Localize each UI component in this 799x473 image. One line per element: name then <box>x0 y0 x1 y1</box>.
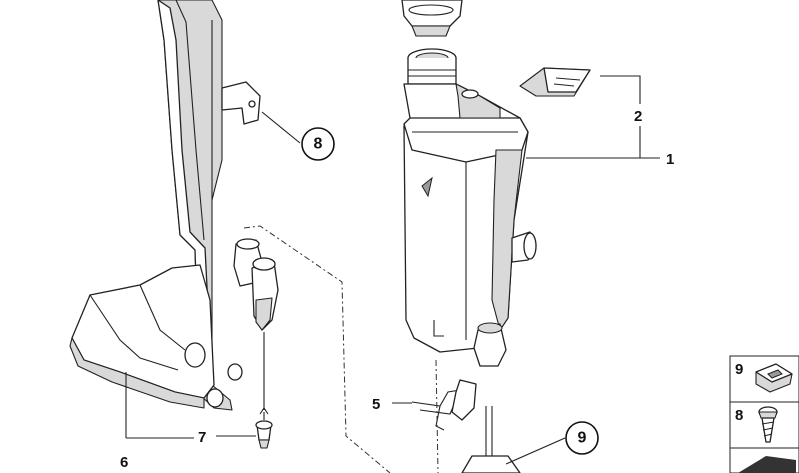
drain-plug <box>255 407 273 449</box>
hardware-legend: 9 8 <box>729 355 799 473</box>
callout-7: 7 <box>198 429 206 446</box>
callout-9: 9 <box>578 430 587 447</box>
warning-label <box>519 67 591 97</box>
legend-label-9: 9 <box>735 361 743 378</box>
callout-6: 6 <box>120 454 128 471</box>
partial-part-icon <box>738 456 796 473</box>
callout-1: 1 <box>666 151 674 168</box>
dashed-connectors <box>243 225 439 473</box>
tank-cap <box>401 0 463 37</box>
callout-8: 8 <box>314 136 323 153</box>
level-sensor-valve <box>233 238 279 410</box>
level-sensor-probe <box>461 406 521 473</box>
screw-icon <box>758 406 778 443</box>
leader-lines <box>125 75 660 465</box>
callout-2: 2 <box>634 108 642 125</box>
radiator-shroud-bracket <box>69 0 261 411</box>
callout-9-circle: 9 <box>565 421 599 455</box>
legend-label-8: 8 <box>735 407 743 424</box>
expansion-tank <box>403 48 537 367</box>
clip-nut-icon <box>755 363 793 393</box>
retaining-clip <box>411 379 477 431</box>
callout-8-circle: 8 <box>301 127 335 161</box>
callout-5: 5 <box>372 396 380 413</box>
